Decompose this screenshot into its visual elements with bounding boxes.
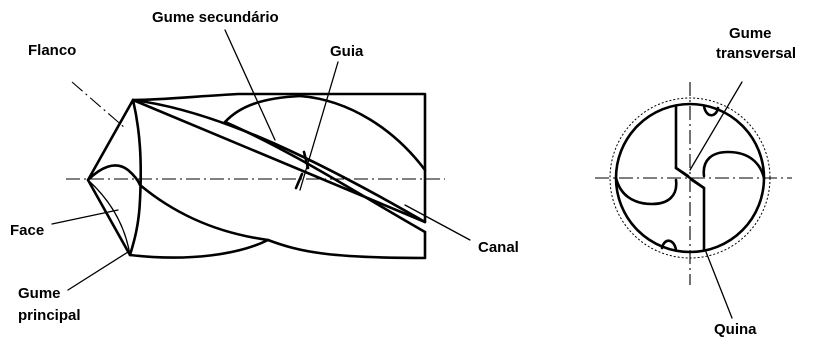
- drill-outline: [86, 92, 427, 260]
- end-view-upper-flute: [702, 150, 766, 180]
- quina-leader: [705, 251, 733, 319]
- label-canal: Canal: [478, 239, 519, 256]
- drill-flute-lower-curve: [138, 183, 270, 242]
- canal-leader: [404, 204, 471, 241]
- label-gume-transversal-line2: transversal: [716, 45, 796, 62]
- label-gume-principal-line1: Gume: [18, 285, 61, 302]
- label-gume-principal-line2: principal: [18, 307, 81, 324]
- label-flanco: Flanco: [28, 42, 76, 59]
- face-leader: [51, 209, 119, 225]
- drill-flank-line: [86, 164, 142, 187]
- drill-flute-upper-curve: [223, 94, 427, 172]
- end-view-upper-land: [674, 104, 720, 178]
- drill-body-front-edge: [128, 98, 143, 257]
- guia-arrow: [294, 150, 310, 190]
- gume-secundario-leader: [224, 29, 276, 141]
- label-gume-secundario: Gume secundário: [152, 9, 279, 26]
- gume-transversal-leader: [689, 81, 743, 171]
- flanco-leader: [71, 81, 126, 129]
- drill-face-curve: [87, 179, 131, 256]
- end-view-lower-flute: [614, 176, 678, 206]
- label-quina: Quina: [714, 321, 757, 338]
- guia-leader: [299, 61, 339, 191]
- end-view-chisel-edge: [674, 166, 706, 190]
- drill-end-view: [595, 81, 792, 319]
- end-view-outer-circle: [609, 97, 771, 259]
- drill-side-view: [51, 29, 471, 291]
- label-gume-transversal-line1: Gume: [729, 25, 772, 42]
- label-guia: Guia: [330, 43, 364, 60]
- end-view-lower-land: [660, 178, 706, 252]
- drill-margin-line-lower: [223, 120, 427, 234]
- label-face: Face: [10, 222, 44, 239]
- gume-principal-leader: [67, 251, 129, 291]
